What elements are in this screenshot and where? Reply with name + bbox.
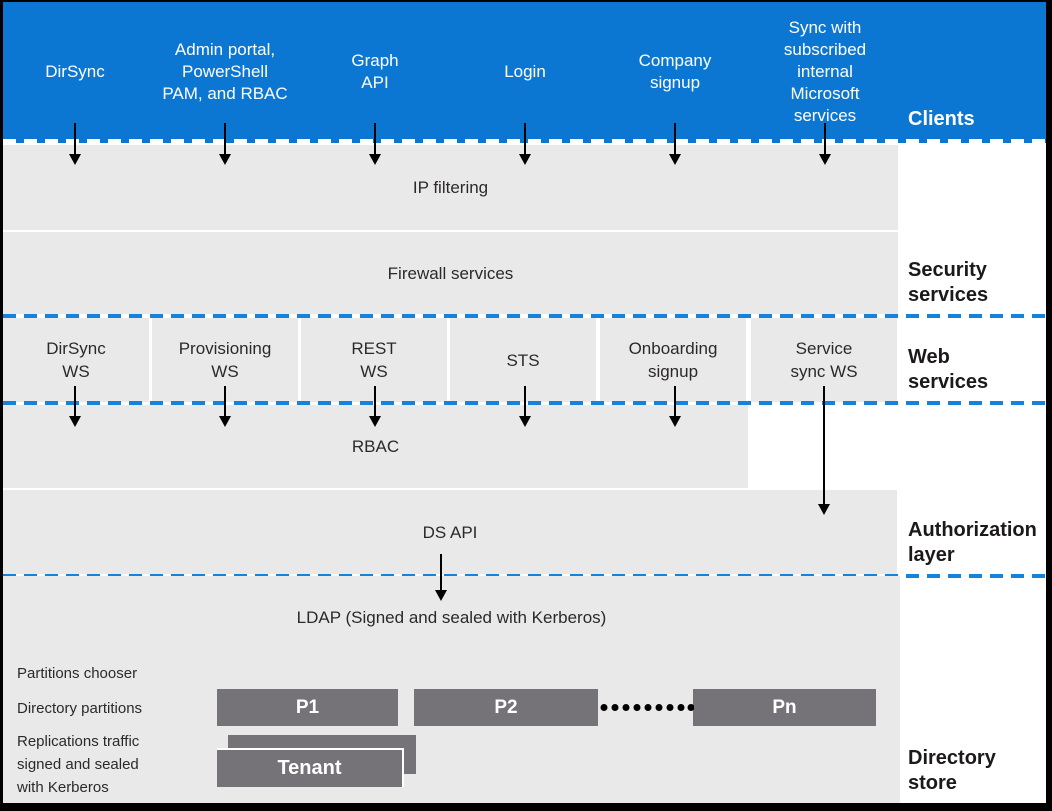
down-arrow-icon bbox=[69, 386, 81, 427]
ldap-label: LDAP (Signed and sealed with Kerberos) bbox=[296, 608, 607, 627]
security-side-label: Security services bbox=[908, 259, 989, 306]
down-arrow-icon bbox=[818, 386, 830, 515]
down-arrow-icon bbox=[369, 386, 381, 427]
partition-p2: P2 bbox=[414, 689, 598, 726]
ws-cell-sts: STS bbox=[450, 318, 596, 402]
down-arrow-icon bbox=[219, 386, 231, 427]
directory-store-side-label: Directory store bbox=[908, 747, 996, 794]
down-arrow-icon bbox=[435, 554, 447, 601]
firewall-label: Firewall services bbox=[387, 263, 514, 283]
ellipsis-dots-icon bbox=[600, 704, 694, 711]
client-company-signup: Company signup bbox=[638, 51, 712, 92]
client-dirsync: DirSync bbox=[45, 62, 105, 81]
tenant-box: Tenant bbox=[217, 748, 404, 787]
firewall-band: Firewall services bbox=[3, 232, 898, 314]
clients-band: DirSync Admin portal, PowerShell PAM, an… bbox=[3, 2, 1046, 143]
ws-cell-onboarding: Onboarding signup bbox=[600, 318, 746, 402]
down-arrow-icon bbox=[219, 123, 231, 165]
architecture-diagram: DirSync Admin portal, PowerShell PAM, an… bbox=[3, 2, 1046, 803]
authorization-side-label: Authorization layer bbox=[908, 519, 1037, 566]
partitions-chooser-label: Partitions chooser bbox=[17, 665, 138, 682]
security-web-dashed-line bbox=[3, 314, 1046, 318]
ws-cell-dirsync: DirSync WS bbox=[3, 318, 149, 402]
client-graph-api: Graph API bbox=[351, 51, 399, 92]
down-arrow-icon bbox=[519, 123, 531, 165]
ws-cell-service-sync: Service sync WS bbox=[751, 318, 897, 402]
rbac-label: RBAC bbox=[351, 437, 400, 456]
ds-api-band: DS API bbox=[3, 490, 897, 574]
ip-filtering-band: IP filtering bbox=[3, 145, 898, 230]
down-arrow-icon bbox=[669, 386, 681, 427]
clients-side-label: Clients bbox=[908, 108, 975, 130]
down-arrow-icon bbox=[669, 123, 681, 165]
client-login: Login bbox=[504, 62, 546, 81]
web-services-side-label: Web services bbox=[908, 346, 989, 393]
directory-partitions-label: Directory partitions bbox=[17, 700, 143, 717]
down-arrow-icon bbox=[819, 123, 831, 165]
ds-api-label: DS API bbox=[422, 522, 478, 542]
ip-filtering-label: IP filtering bbox=[412, 178, 489, 197]
client-admin-portal: Admin portal, PowerShell PAM, and RBAC bbox=[162, 40, 288, 103]
down-arrow-icon bbox=[69, 123, 81, 165]
partition-pn: Pn bbox=[693, 689, 876, 726]
down-arrow-icon bbox=[519, 386, 531, 427]
client-service-sync: Sync with subscribed internal Microsoft … bbox=[783, 18, 867, 125]
down-arrow-icon bbox=[369, 123, 381, 165]
replication-traffic-label: Replications traffic signed and sealed w… bbox=[17, 733, 140, 796]
partition-p1: P1 bbox=[217, 689, 398, 726]
